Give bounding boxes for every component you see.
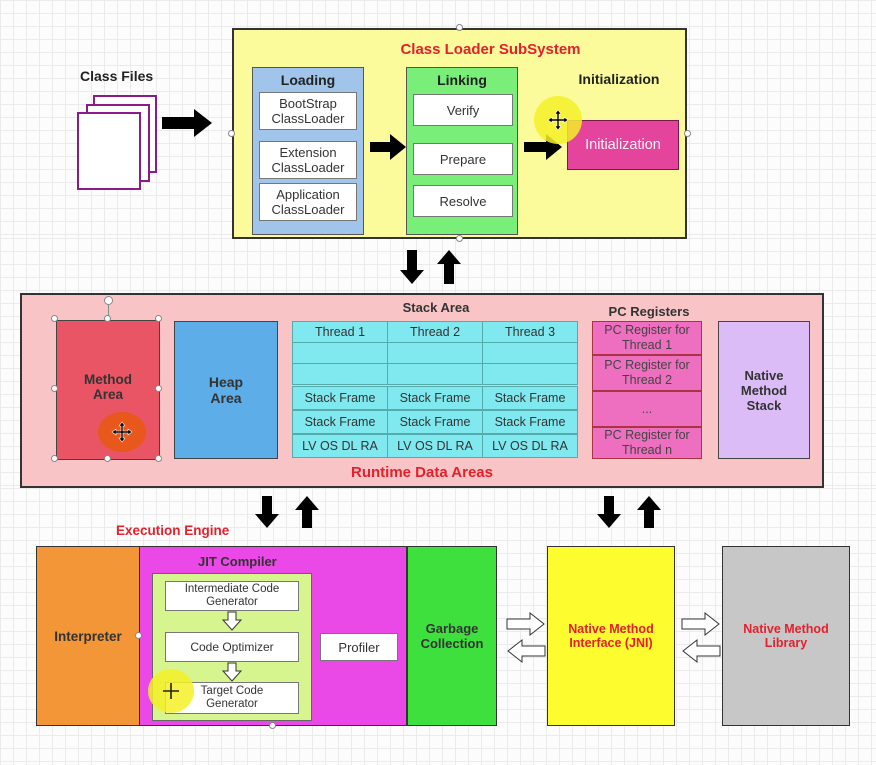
selection-handle[interactable]	[456, 24, 463, 31]
lv-os-cell: LV OS DL RA	[387, 434, 483, 458]
stack-frame-cell: Stack Frame	[387, 410, 483, 434]
native-method-library-box[interactable]: Native Method Library	[722, 546, 850, 726]
garbage-collection-box[interactable]: Garbage Collection	[407, 546, 497, 726]
pc-register-thread-1: PC Register for Thread 1	[592, 321, 702, 355]
selection-handle[interactable]	[51, 455, 58, 462]
stack-cell	[387, 342, 483, 364]
pc-register-thread-2: PC Register for Thread 2	[592, 355, 702, 391]
runtime-title: Runtime Data Areas	[351, 464, 493, 481]
selection-handle[interactable]	[155, 455, 162, 462]
bidirectional-arrow-icon	[506, 612, 546, 664]
garbage-collection-label: Garbage Collection	[420, 621, 484, 651]
selection-handle[interactable]	[269, 722, 276, 729]
target-code-generator-label: Target Code Generator	[200, 685, 264, 710]
native-method-stack-label: Native Method Stack	[740, 367, 788, 413]
selection-handle[interactable]	[135, 632, 142, 639]
selection-handle[interactable]	[104, 315, 111, 322]
class-files-label: Class Files	[80, 68, 154, 84]
selection-handle[interactable]	[51, 315, 58, 322]
selection-line	[108, 304, 109, 318]
execution-engine-title: Execution Engine	[116, 523, 230, 538]
native-method-stack[interactable]: Native Method Stack	[718, 321, 810, 459]
stack-area-title: Stack Area	[402, 300, 470, 315]
intermediate-code-generator[interactable]: Intermediate Code Generator	[165, 581, 299, 611]
loading-title: Loading	[280, 72, 336, 88]
stack-cell	[387, 363, 483, 385]
stack-frame-cell: Stack Frame	[482, 386, 578, 410]
thread-2-header: Thread 2	[387, 321, 483, 343]
selection-handle[interactable]	[456, 235, 463, 242]
stack-cell	[292, 342, 388, 364]
interpreter-box[interactable]: Interpreter	[36, 546, 140, 726]
jni-box[interactable]: Native Method Interface (JNI)	[547, 546, 675, 726]
arrow-right-icon	[370, 134, 406, 160]
lv-os-cell: LV OS DL RA	[482, 434, 578, 458]
stack-cell	[292, 363, 388, 385]
crosshair-cursor-icon	[163, 683, 179, 699]
selection-handle[interactable]	[155, 385, 162, 392]
verify-step[interactable]: Verify	[413, 94, 513, 126]
bidirectional-arrow-icon	[400, 250, 461, 284]
selection-handle[interactable]	[155, 315, 162, 322]
stack-frame-cell: Stack Frame	[292, 410, 388, 434]
selection-handle[interactable]	[104, 455, 111, 462]
stack-frame-cell: Stack Frame	[387, 386, 483, 410]
prepare-step[interactable]: Prepare	[413, 143, 513, 175]
loading-box[interactable]: Loading BootStrap ClassLoader Extension …	[252, 67, 364, 235]
method-area-label: Method Area	[84, 372, 132, 402]
initialization-box[interactable]: Initialization	[567, 120, 679, 170]
pc-register-ellipsis: ...	[592, 391, 702, 427]
jit-compiler-title: JIT Compiler	[198, 554, 277, 569]
heap-area[interactable]: Heap Area	[174, 321, 278, 459]
selection-handle[interactable]	[684, 130, 691, 137]
profiler-box[interactable]: Profiler	[320, 633, 398, 661]
move-cursor-icon	[547, 109, 569, 131]
stack-frame-cell: Stack Frame	[482, 410, 578, 434]
pc-registers-title: PC Registers	[608, 304, 690, 319]
class-loader-subsystem[interactable]: Class Loader SubSystem Loading BootStrap…	[232, 28, 687, 239]
stack-cell	[482, 342, 578, 364]
bidirectional-arrow-icon	[681, 612, 721, 664]
initialization-title: Initialization	[578, 71, 660, 87]
linking-box[interactable]: Linking Verify Prepare Resolve	[406, 67, 518, 235]
thread-3-header: Thread 3	[482, 321, 578, 343]
code-optimizer[interactable]: Code Optimizer	[165, 632, 299, 662]
thread-1-header: Thread 1	[292, 321, 388, 343]
stack-frame-cell: Stack Frame	[292, 386, 388, 410]
lv-os-cell: LV OS DL RA	[292, 434, 388, 458]
native-method-library-label: Native Method Library	[743, 622, 829, 650]
jit-compiler-box[interactable]: JIT Compiler Intermediate Code Generator…	[139, 546, 407, 726]
selection-handle[interactable]	[228, 130, 235, 137]
class-loader-title: Class Loader SubSystem	[400, 41, 581, 58]
bootstrap-classloader[interactable]: BootStrap ClassLoader	[259, 92, 357, 130]
runtime-data-areas[interactable]: Runtime Data Areas Method Area Heap Area…	[20, 293, 824, 488]
move-cursor-icon	[111, 421, 133, 443]
jni-label: Native Method Interface (JNI)	[568, 622, 654, 650]
arrow-right-icon	[162, 109, 212, 137]
pc-register-thread-n: PC Register for Thread n	[592, 427, 702, 459]
heap-area-label: Heap Area	[208, 374, 244, 406]
bidirectional-arrow-icon	[255, 496, 319, 528]
arrow-down-icon	[222, 662, 242, 682]
extension-classloader[interactable]: Extension ClassLoader	[259, 141, 357, 179]
resolve-step[interactable]: Resolve	[413, 185, 513, 217]
bidirectional-arrow-icon	[597, 496, 661, 528]
application-classloader[interactable]: Application ClassLoader	[259, 183, 357, 221]
arrow-down-icon	[222, 611, 242, 631]
linking-title: Linking	[437, 72, 487, 88]
selection-handle[interactable]	[51, 385, 58, 392]
stack-cell	[482, 363, 578, 385]
